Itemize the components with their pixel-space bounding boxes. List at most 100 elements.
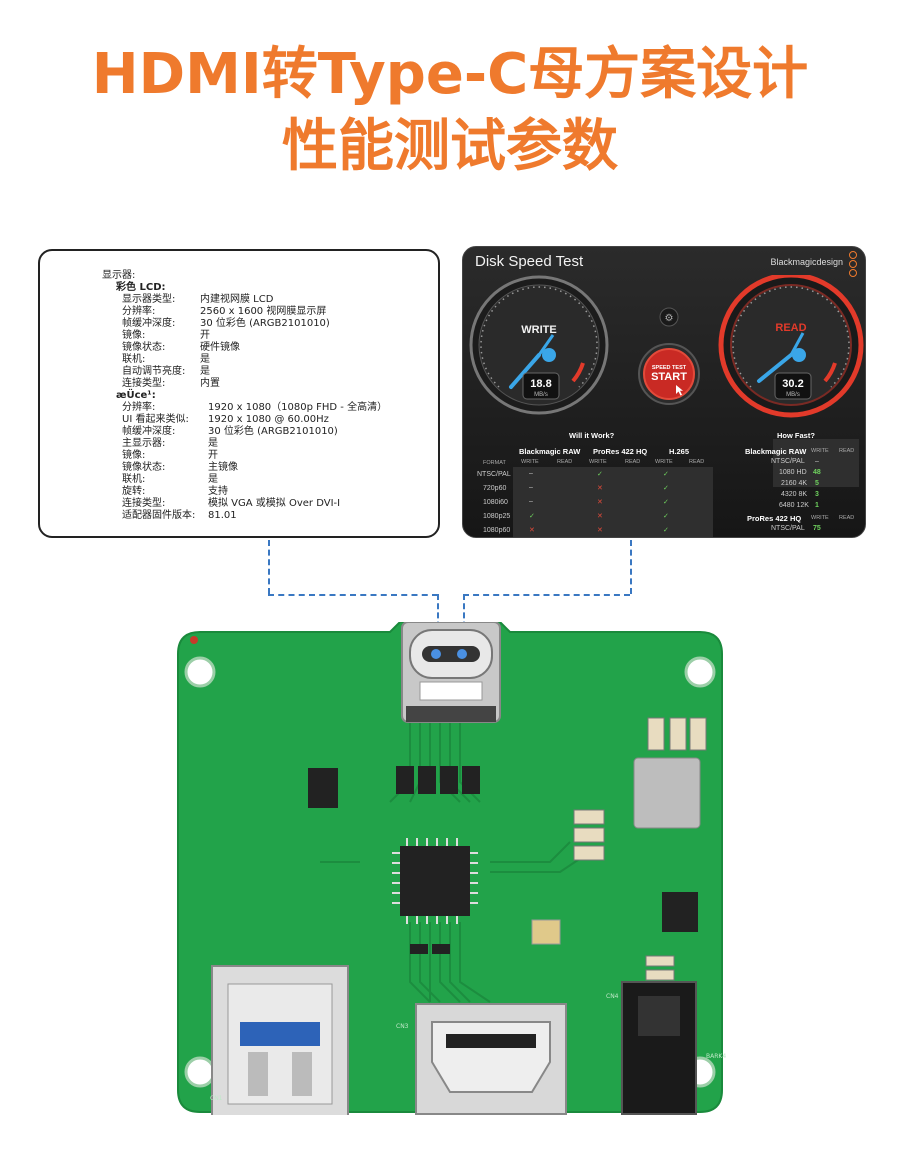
info-value: 开: [208, 450, 218, 461]
write-subheader: WRITE: [811, 448, 829, 454]
codec-header: H.265: [669, 447, 690, 456]
hf-format: 2160 4K: [781, 480, 808, 487]
read-subheader: READ: [557, 459, 573, 465]
info-value: 30 位彩色 (ARGB2101010): [208, 426, 338, 437]
will-it-work-heading: Will it Work?: [569, 431, 615, 440]
check-icon: ✓: [663, 513, 669, 520]
format-row: 1080i60: [483, 499, 508, 506]
info-label: 彩色 LCD:: [116, 282, 166, 293]
info-value: 是: [208, 438, 218, 449]
read-subheader: READ: [689, 459, 705, 465]
how-fast-codec: ProRes 422 HQ: [747, 514, 802, 523]
write-label: WRITE: [521, 324, 556, 336]
brand-logo-icon: [849, 251, 857, 277]
info-value: 1920 x 1080（1080p FHD - 全高清）: [208, 402, 388, 413]
info-value: 1920 x 1080 @ 60.00Hz: [208, 414, 329, 425]
write-subheader: WRITE: [589, 459, 607, 465]
info-label: 适配器固件版本:: [122, 510, 196, 521]
read-subheader: READ: [625, 459, 641, 465]
format-row: 1080p60: [483, 527, 511, 534]
format-row: 720p60: [483, 485, 507, 492]
check-icon: ✓: [663, 485, 669, 492]
info-value: 是: [200, 366, 210, 377]
disk-speed-test-panel: Disk Speed Test Blackmagicdesign WRITE 1…: [462, 246, 866, 538]
pcb-board: CN1 CN3 CN4 BARK4: [177, 622, 726, 1115]
read-subheader: READ: [839, 515, 855, 521]
pcb-silkscreen: BARK4: [706, 1053, 726, 1060]
format-subheader: FORMAT: [483, 460, 506, 466]
dashed-connector: [630, 540, 632, 594]
info-value: 内建视网膜 LCD: [200, 294, 274, 305]
info-label: 分辨率:: [122, 306, 156, 317]
write-unit: MB/s: [534, 392, 548, 398]
display-info-panel: 显示器: 彩色 LCD: 显示器类型: 分辨率: 帧缓冲深度: 镜像: 镜像状态…: [38, 249, 440, 538]
brand-label: Blackmagicdesign: [770, 257, 843, 267]
info-value: 支持: [208, 486, 228, 497]
start-top-label: SPEED TEST: [652, 365, 687, 371]
info-label: 镜像状态:: [122, 342, 166, 353]
info-label: 旋转:: [122, 486, 146, 497]
info-value: 模拟 VGA 或模拟 Over DVI-I: [208, 498, 341, 509]
cursor-icon: [676, 385, 683, 396]
info-label: 联机:: [122, 354, 146, 365]
read-label: READ: [775, 322, 806, 334]
hf-format: NTSC/PAL: [771, 525, 805, 532]
info-value: 内置: [200, 378, 220, 389]
hf-format: 6480 12K: [779, 502, 809, 509]
write-subheader: WRITE: [655, 459, 673, 465]
dashed-connector: [463, 594, 465, 646]
hf-value: 5: [815, 480, 819, 487]
info-value: 主镜像: [208, 462, 238, 473]
read-value: 30.2: [782, 378, 803, 390]
format-row: 1080p25: [483, 513, 511, 520]
info-label: 主显示器:: [122, 438, 166, 449]
title-line-1: HDMI转Type-C母方案设计: [91, 42, 809, 107]
gear-icon[interactable]: ⚙: [665, 313, 674, 324]
info-label: 镜像状态:: [122, 462, 166, 473]
info-label: 镜像:: [122, 330, 146, 341]
hf-value: 48: [813, 469, 821, 476]
gauges: WRITE 18.8 MB/s ⚙ SPEED TEST START READ …: [469, 275, 864, 418]
dashed-connector: [437, 594, 439, 646]
info-label: 连接类型:: [122, 378, 166, 389]
info-label: UI 看起来类似:: [122, 414, 189, 425]
dashed-connector: [268, 540, 270, 594]
info-value: 开: [200, 330, 210, 341]
hf-value: 3: [815, 491, 819, 498]
dashed-connector: [463, 594, 630, 596]
codec-header: ProRes 422 HQ: [593, 447, 648, 456]
write-subheader: WRITE: [811, 515, 829, 521]
check-icon: ✓: [663, 499, 669, 506]
pcb-silkscreen: CN4: [606, 993, 619, 1000]
hf-format: 4320 8K: [781, 491, 808, 498]
hf-format: NTSC/PAL: [771, 458, 805, 465]
cross-icon: ✕: [529, 527, 535, 534]
info-value: 硬件镜像: [200, 342, 240, 353]
how-fast-heading: How Fast?: [777, 431, 815, 440]
info-value: 是: [208, 474, 218, 485]
check-icon: ✓: [597, 471, 603, 478]
info-label: 帧缓冲深度:: [122, 318, 176, 329]
format-row: NTSC/PAL: [477, 471, 511, 478]
info-label: æÜce¹:: [116, 390, 156, 401]
write-subheader: WRITE: [521, 459, 539, 465]
pcb-silkscreen: CN1: [210, 1095, 223, 1102]
status-dash: –: [529, 470, 533, 477]
write-value: 18.8: [530, 378, 551, 390]
app-title: Disk Speed Test: [475, 253, 584, 270]
start-button[interactable]: START: [651, 371, 687, 383]
dashed-connector: [268, 594, 438, 596]
status-dash: –: [529, 484, 533, 491]
title-line-2: 性能测试参数: [282, 114, 618, 179]
cross-icon: ✕: [597, 499, 603, 506]
info-label: 连接类型:: [122, 498, 166, 509]
info-value: 30 位彩色 (ARGB2101010): [200, 318, 330, 329]
cross-icon: ✕: [597, 527, 603, 534]
cross-icon: ✕: [597, 513, 603, 520]
check-icon: ✓: [663, 471, 669, 478]
hf-format: 1080 HD: [779, 469, 807, 476]
hf-value: 1: [815, 502, 819, 509]
info-label: 分辨率:: [122, 402, 156, 413]
check-icon: ✓: [663, 527, 669, 534]
read-subheader: READ: [839, 448, 855, 454]
